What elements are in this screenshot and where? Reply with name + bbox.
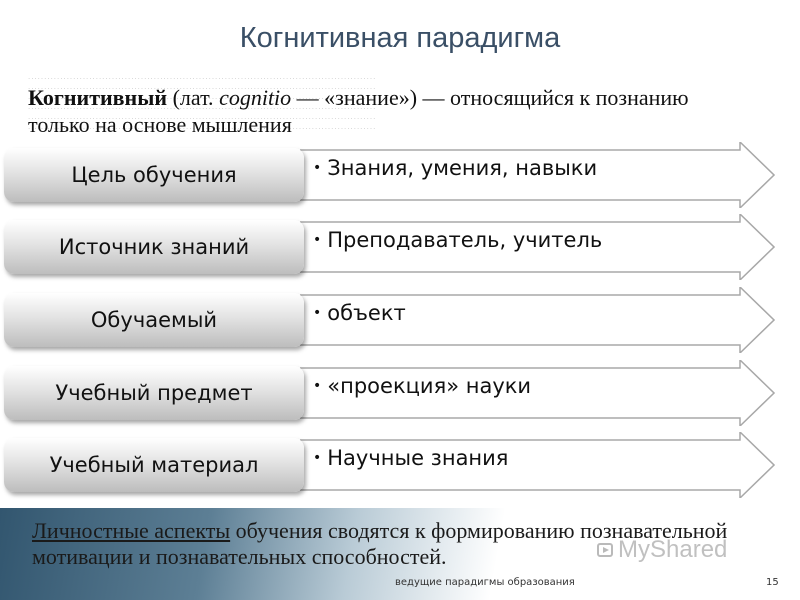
row-value: •Научные знания xyxy=(313,446,509,470)
row-value: •Преподаватель, учитель xyxy=(313,228,603,252)
arrow-shape xyxy=(300,142,775,208)
row-value-text: объект xyxy=(327,301,406,325)
row-label: Обучаемый xyxy=(4,293,304,347)
row-value-text: «проекция» науки xyxy=(327,374,532,398)
row-label: Цель обучения xyxy=(4,148,304,202)
slide-caption: ведущие парадигмы образования xyxy=(395,577,575,588)
arrow-shape xyxy=(300,287,775,353)
slide-title: Когнитивная парадигма xyxy=(239,22,561,54)
row-value-text: Научные знания xyxy=(327,446,509,470)
paradigm-row-goal: Цель обучения •Знания, умения, навыки xyxy=(0,142,780,208)
arrow-shape xyxy=(300,432,775,498)
row-label: Источник знаний xyxy=(4,220,304,274)
definition-term: Когнитивный xyxy=(28,85,168,110)
definition-lat-prefix: лат. xyxy=(179,85,214,110)
footer-gradient-band xyxy=(0,508,800,600)
definition-rest: — «знание») — относящийся к познанию тол… xyxy=(28,85,689,137)
paradigm-row-material: Учебный материал •Научные знания xyxy=(0,432,780,498)
page-number: 15 xyxy=(766,577,779,588)
footer-statement: Личностные аспекты обучения сводятся к ф… xyxy=(32,518,752,570)
arrow-shape xyxy=(300,360,775,426)
brand-logo-icon xyxy=(597,543,613,557)
row-label: Учебный материал xyxy=(4,438,304,492)
background-watermark: ········································… xyxy=(28,75,377,133)
row-label: Учебный предмет xyxy=(4,366,304,420)
footer-underlined-phrase: Личностные аспекты xyxy=(32,518,231,543)
row-value: •объект xyxy=(313,301,406,325)
paradigm-row-learner: Обучаемый •объект xyxy=(0,287,780,353)
row-value-text: Знания, умения, навыки xyxy=(327,156,598,180)
definition-latin-word: cognitio xyxy=(219,85,292,110)
footer-rest: обучения сводятся к формированию познава… xyxy=(32,518,728,569)
row-value: •«проекция» науки xyxy=(313,374,532,398)
row-value: •Знания, умения, навыки xyxy=(313,156,598,180)
brand-watermark: MyShared xyxy=(618,536,728,563)
paradigm-row-knowledge-source: Источник знаний •Преподаватель, учитель xyxy=(0,214,780,280)
row-value-text: Преподаватель, учитель xyxy=(327,228,603,252)
paradigm-row-subject: Учебный предмет •«проекция» науки xyxy=(0,360,780,426)
definition-text: Когнитивный (лат. cognitio — «знание») —… xyxy=(28,85,689,137)
arrow-shape xyxy=(300,214,775,280)
